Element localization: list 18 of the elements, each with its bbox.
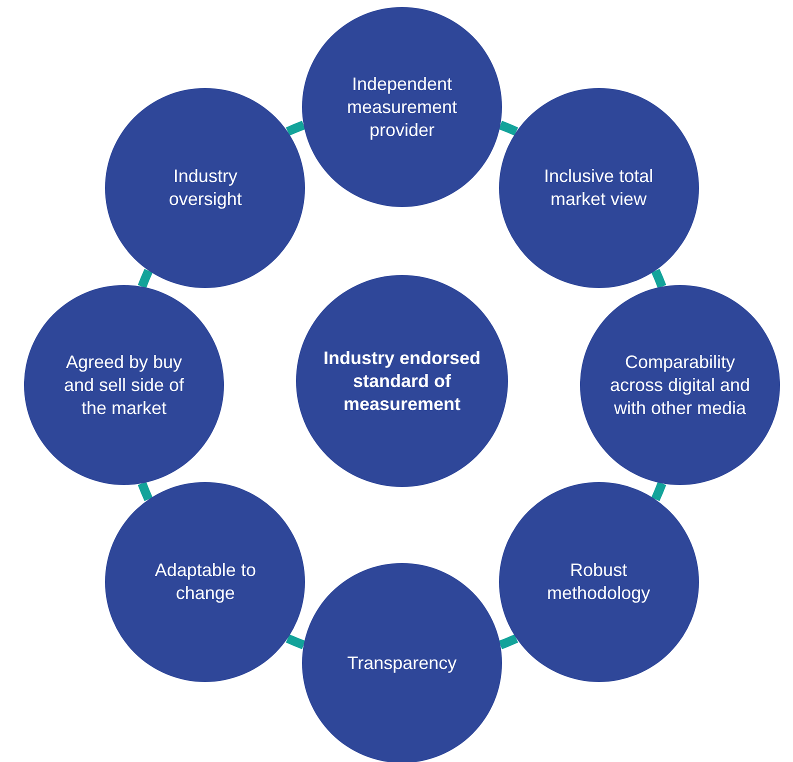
ring-connector [286, 120, 306, 136]
ring-connector [651, 268, 666, 288]
ring-connector [286, 634, 306, 650]
node-label: Inclusive total market view [543, 165, 654, 212]
ring-connector [498, 120, 518, 136]
ring-connector [138, 482, 153, 502]
node-label: Independent measurement provider [346, 72, 458, 142]
node-label: Industry endorsed standard of measurement [322, 346, 482, 416]
node-label: Robust methodology [546, 558, 652, 605]
node-label: Comparability across digital and with other media [608, 350, 752, 420]
node-label: Adaptable to change [154, 558, 257, 605]
node-label: Agreed by buy and sell side of the market [62, 350, 186, 420]
ring-connector [498, 634, 518, 650]
ring-connector [651, 482, 666, 502]
circle-node [302, 563, 502, 762]
ring-connector [138, 268, 153, 288]
node-label: Transparency [347, 652, 457, 674]
node-label: Industry oversight [168, 165, 243, 212]
